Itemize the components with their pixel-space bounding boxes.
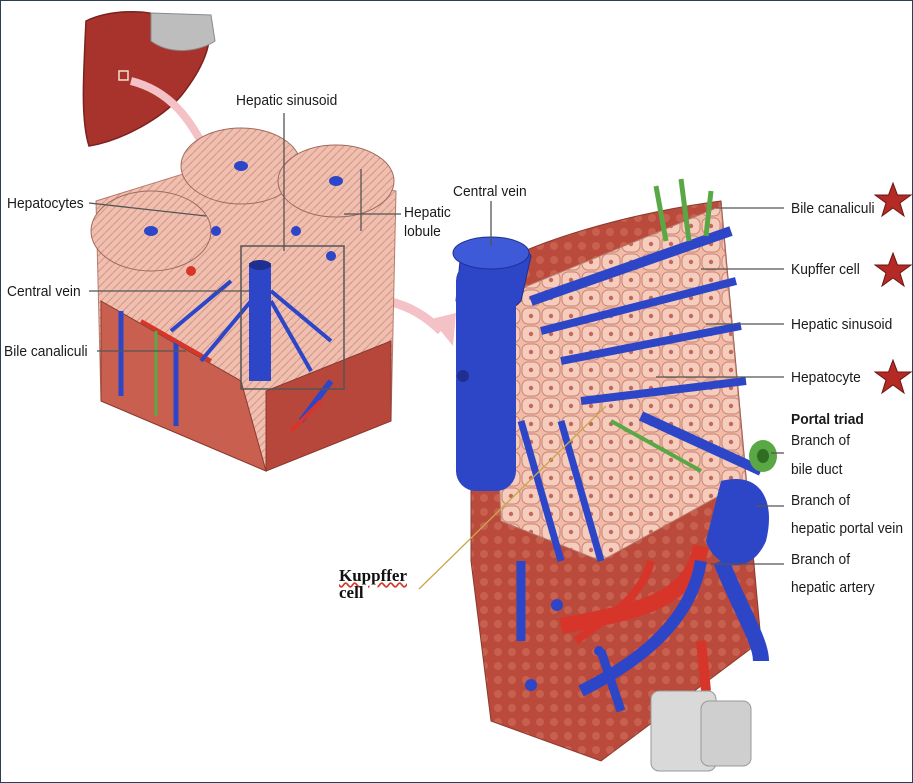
label-branch-of-2: Branch of: [791, 492, 851, 509]
label-lobule: lobule: [404, 223, 441, 240]
lobule-section: [452, 178, 777, 772]
leader-lines: [88, 113, 784, 565]
label-central-vein-left: Central vein: [7, 283, 81, 300]
label-branch-of-3: Branch of: [791, 551, 851, 568]
label-bile-canaliculi-right: Bile canaliculi: [791, 200, 875, 217]
star-icon: [874, 252, 912, 288]
label-hepatic-artery: hepatic artery: [791, 579, 875, 596]
label-portal-triad: Portal triad: [791, 411, 864, 428]
label-hepatic-sinusoid-right: Hepatic sinusoid: [791, 316, 893, 333]
label-hepatic-sinusoid-top: Hepatic sinusoid: [236, 92, 338, 109]
liver-icon: [82, 11, 216, 147]
label-kupffer-cell-right: Kupffer cell: [791, 261, 860, 278]
kupffer-annotation: Kuppffer cell: [339, 567, 407, 601]
label-bile-canaliculi-left: Bile canaliculi: [4, 343, 88, 360]
kupffer-pointer: [418, 405, 607, 590]
label-hepatic-portal-vein: hepatic portal vein: [791, 520, 904, 537]
label-bile-duct: bile duct: [791, 461, 843, 478]
label-hepatic: Hepatic: [404, 204, 451, 221]
label-branch-of-1: Branch of: [791, 432, 851, 449]
star-icon: [874, 182, 912, 218]
label-central-vein-center: Central vein: [453, 183, 527, 200]
label-hepatocytes: Hepatocytes: [7, 195, 84, 212]
label-hepatocyte-right: Hepatocyte: [791, 369, 861, 386]
kupffer-annotation-line2: cell: [339, 583, 364, 602]
kupffer-annotation-line1: Kuppffer: [339, 566, 407, 585]
star-icon: [874, 359, 912, 395]
lobule-block: [90, 127, 397, 472]
